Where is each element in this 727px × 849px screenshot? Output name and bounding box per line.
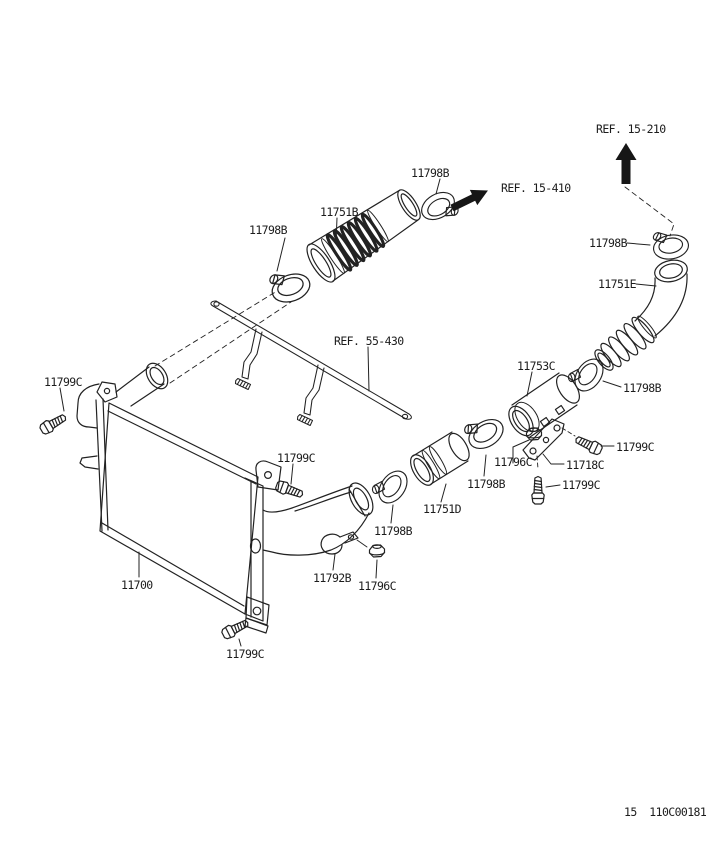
label-11792B: 11792B <box>313 571 352 585</box>
label-ref-15-210: REF. 15-210 <box>596 122 666 136</box>
label-11799C-bottom: 11799C <box>226 647 265 661</box>
sheet-number: 15 110C00181 <box>624 805 707 819</box>
bolt-11799C-bottom-drawing <box>219 616 252 642</box>
label-11796C-bracket: 11796C <box>494 455 533 469</box>
hose-11751D-drawing <box>410 431 470 486</box>
label-ref-15-410: REF. 15-410 <box>501 181 571 195</box>
label-11799C-mid: 11799C <box>277 451 316 465</box>
stud-11799C-lower-drawing <box>531 475 545 505</box>
hose-11751E-drawing <box>594 259 688 371</box>
clamp-11798B-6-drawing <box>367 461 414 509</box>
bolt-11799C-right-drawing <box>572 432 605 457</box>
label-11799C-stud: 11799C <box>562 478 601 492</box>
hose-11751B-drawing <box>306 189 421 283</box>
strap-11792B-drawing <box>320 531 368 555</box>
clamp-11798B-3-drawing <box>650 225 691 263</box>
ref-arrow-up-icon <box>615 143 637 184</box>
leader-lines <box>59 178 657 647</box>
label-11700: 11700 <box>121 578 153 592</box>
label-11798B-hoseB-left: 11798B <box>249 223 288 237</box>
callout-labels: REF. 15-210 11798B REF. 15-410 11751B 11… <box>44 122 707 819</box>
bracket-11718C-drawing <box>522 418 576 470</box>
label-11751E: 11751E <box>598 277 637 291</box>
label-11798B-hoseB-right: 11798B <box>411 166 450 180</box>
mount-rail-drawing <box>210 300 412 427</box>
label-11718C: 11718C <box>566 458 605 472</box>
label-11799C-left: 11799C <box>44 375 83 389</box>
label-11798B-tube-top: 11798B <box>623 381 662 395</box>
label-11796C-strap: 11796C <box>358 579 397 593</box>
label-11753C: 11753C <box>517 359 556 373</box>
clamp-11798B-4-drawing <box>563 349 610 397</box>
nut-11796C-strap-drawing <box>368 544 386 558</box>
label-11798B-outlet: 11798B <box>374 524 413 538</box>
label-11751B: 11751B <box>320 205 359 219</box>
intercooler-drawing <box>76 362 374 634</box>
label-11751D: 11751D <box>423 502 462 516</box>
bolt-11799C-left-drawing <box>37 410 69 437</box>
label-11798B-hoseE-top: 11798B <box>589 236 628 250</box>
label-11799C-bracket: 11799C <box>616 440 655 454</box>
clamp-11798B-1-drawing <box>265 262 315 308</box>
assembly-dashed-lines <box>154 186 675 384</box>
hose-bellows <box>325 212 386 272</box>
label-ref-55-430: REF. 55-430 <box>334 334 404 348</box>
ref-arrow-right-icon <box>450 189 488 212</box>
tube-11753C-drawing <box>508 372 580 438</box>
label-11798B-tube-bottom: 11798B <box>467 477 506 491</box>
